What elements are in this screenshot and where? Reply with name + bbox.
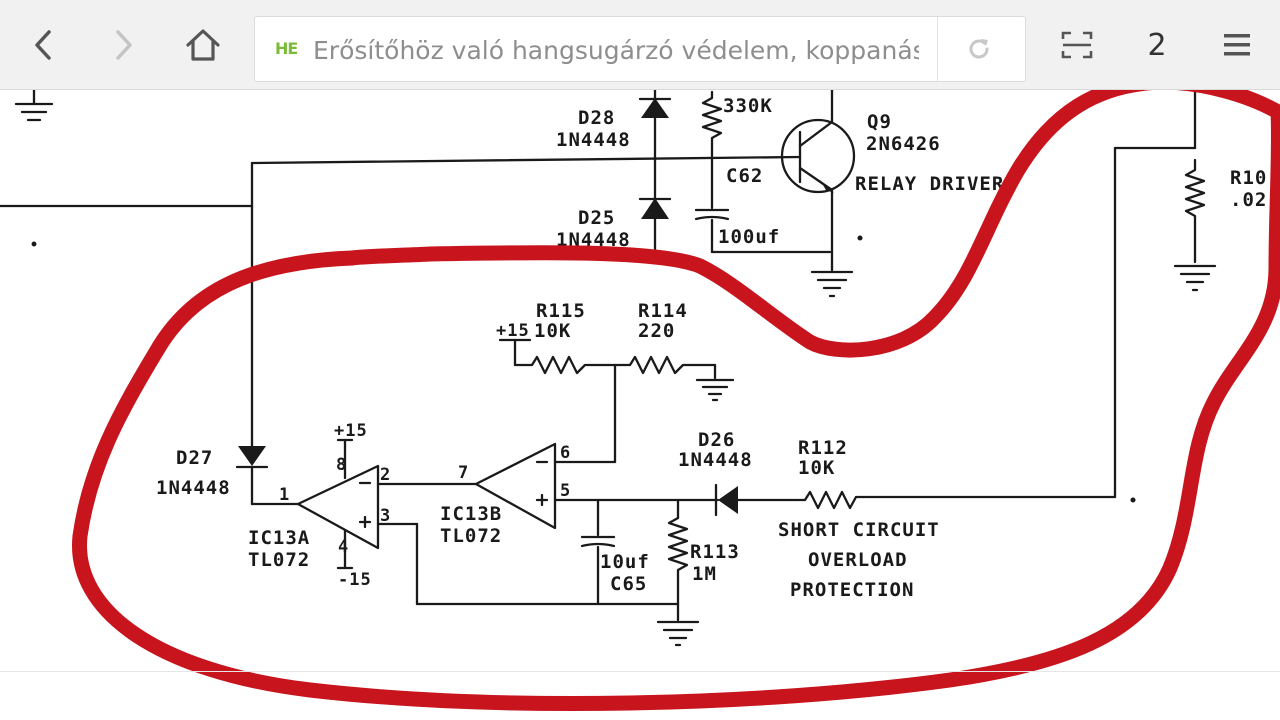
pin-6-label: 6 — [560, 443, 571, 463]
r114-value-label: 220 — [638, 320, 675, 342]
forward-button[interactable] — [93, 15, 153, 75]
pin-8-label: 8 — [336, 455, 347, 475]
site-favicon-icon: HE — [275, 39, 298, 58]
c62-name-label: C62 — [726, 165, 763, 187]
r-top-value-label: 330K — [723, 95, 773, 117]
schematic-labels: D28 1N4448 330K Q9 2N6426 C62 RELAY DRIV… — [156, 95, 1267, 601]
pin-5-label: 5 — [560, 481, 571, 501]
pin-2-label: 2 — [380, 465, 391, 485]
plus15-top-label: +15 — [496, 321, 530, 341]
r114-name-label: R114 — [638, 300, 688, 322]
red-annotation-outline — [72, 90, 1280, 711]
tab-grab-icon — [1061, 31, 1093, 59]
pin-7-label: 7 — [458, 463, 469, 483]
ic13a-name-label: IC13A — [248, 527, 310, 549]
protection-line2-label: OVERLOAD — [808, 549, 908, 571]
r10x-name-label: R10 — [1230, 167, 1267, 189]
menu-button[interactable] — [1207, 15, 1267, 75]
home-icon — [186, 29, 220, 61]
c65-value-label: 10uf — [600, 551, 650, 573]
q9-name-label: Q9 — [867, 111, 892, 133]
address-bar[interactable]: HE Erősítőhöz való hangsugárzó védelem, … — [254, 16, 1026, 82]
protection-line1-label: SHORT CIRCUIT — [778, 519, 940, 541]
d26-part-label: 1N4448 — [678, 449, 753, 471]
reload-button[interactable] — [953, 25, 1005, 73]
d27-name-label: D27 — [176, 447, 213, 469]
tab-count-button[interactable]: 2 — [1127, 15, 1187, 75]
r115-value-label: 10K — [534, 320, 571, 342]
hamburger-menu-icon — [1224, 34, 1250, 56]
c65-name-label: C65 — [610, 573, 647, 595]
d27-part-label: 1N4448 — [156, 477, 231, 499]
c62-value-label: 100uf — [718, 226, 780, 248]
url-divider — [937, 17, 938, 81]
ic13b-name-label: IC13B — [440, 503, 502, 525]
page-content: D28 1N4448 330K Q9 2N6426 C62 RELAY DRIV… — [0, 90, 1280, 720]
d28-name-label: D28 — [578, 107, 615, 129]
chevron-right-icon — [116, 30, 132, 60]
r113-name-label: R113 — [690, 541, 740, 563]
reload-icon — [969, 39, 989, 59]
r113-value-label: 1M — [692, 563, 717, 585]
pin-minus15-label: -15 — [338, 570, 372, 590]
r115-name-label: R115 — [536, 300, 586, 322]
pin-1-label: 1 — [279, 485, 290, 505]
r112-name-label: R112 — [798, 437, 848, 459]
pin-4-label: 4 — [338, 537, 349, 557]
url-text[interactable]: Erősítőhöz való hangsugárzó védelem, kop… — [313, 36, 919, 65]
q9-part-label: 2N6426 — [866, 133, 941, 155]
ic13b-part-label: TL072 — [440, 525, 502, 547]
pin-plus15-label: +15 — [334, 421, 368, 441]
chevron-left-icon — [35, 30, 51, 60]
ic13a-part-label: TL072 — [248, 549, 310, 571]
browser-toolbar: HE Erősítőhöz való hangsugárzó védelem, … — [0, 0, 1280, 90]
r10x-value-label: .02 — [1230, 189, 1267, 211]
r112-value-label: 10K — [798, 457, 835, 479]
relay-driver-label: RELAY DRIVER — [855, 173, 1004, 195]
protection-line3-label: PROTECTION — [790, 579, 914, 601]
page-divider — [0, 671, 1280, 672]
d28-part-label: 1N4448 — [556, 129, 631, 151]
d25-name-label: D25 — [578, 207, 615, 229]
pin-3-label: 3 — [380, 506, 391, 526]
schematic-image: D28 1N4448 330K Q9 2N6426 C62 RELAY DRIV… — [0, 90, 1280, 711]
home-button[interactable] — [173, 15, 233, 75]
back-button[interactable] — [14, 15, 74, 75]
tab-grab-button[interactable] — [1047, 15, 1107, 75]
d26-name-label: D26 — [698, 429, 735, 451]
tab-count: 2 — [1147, 27, 1167, 63]
